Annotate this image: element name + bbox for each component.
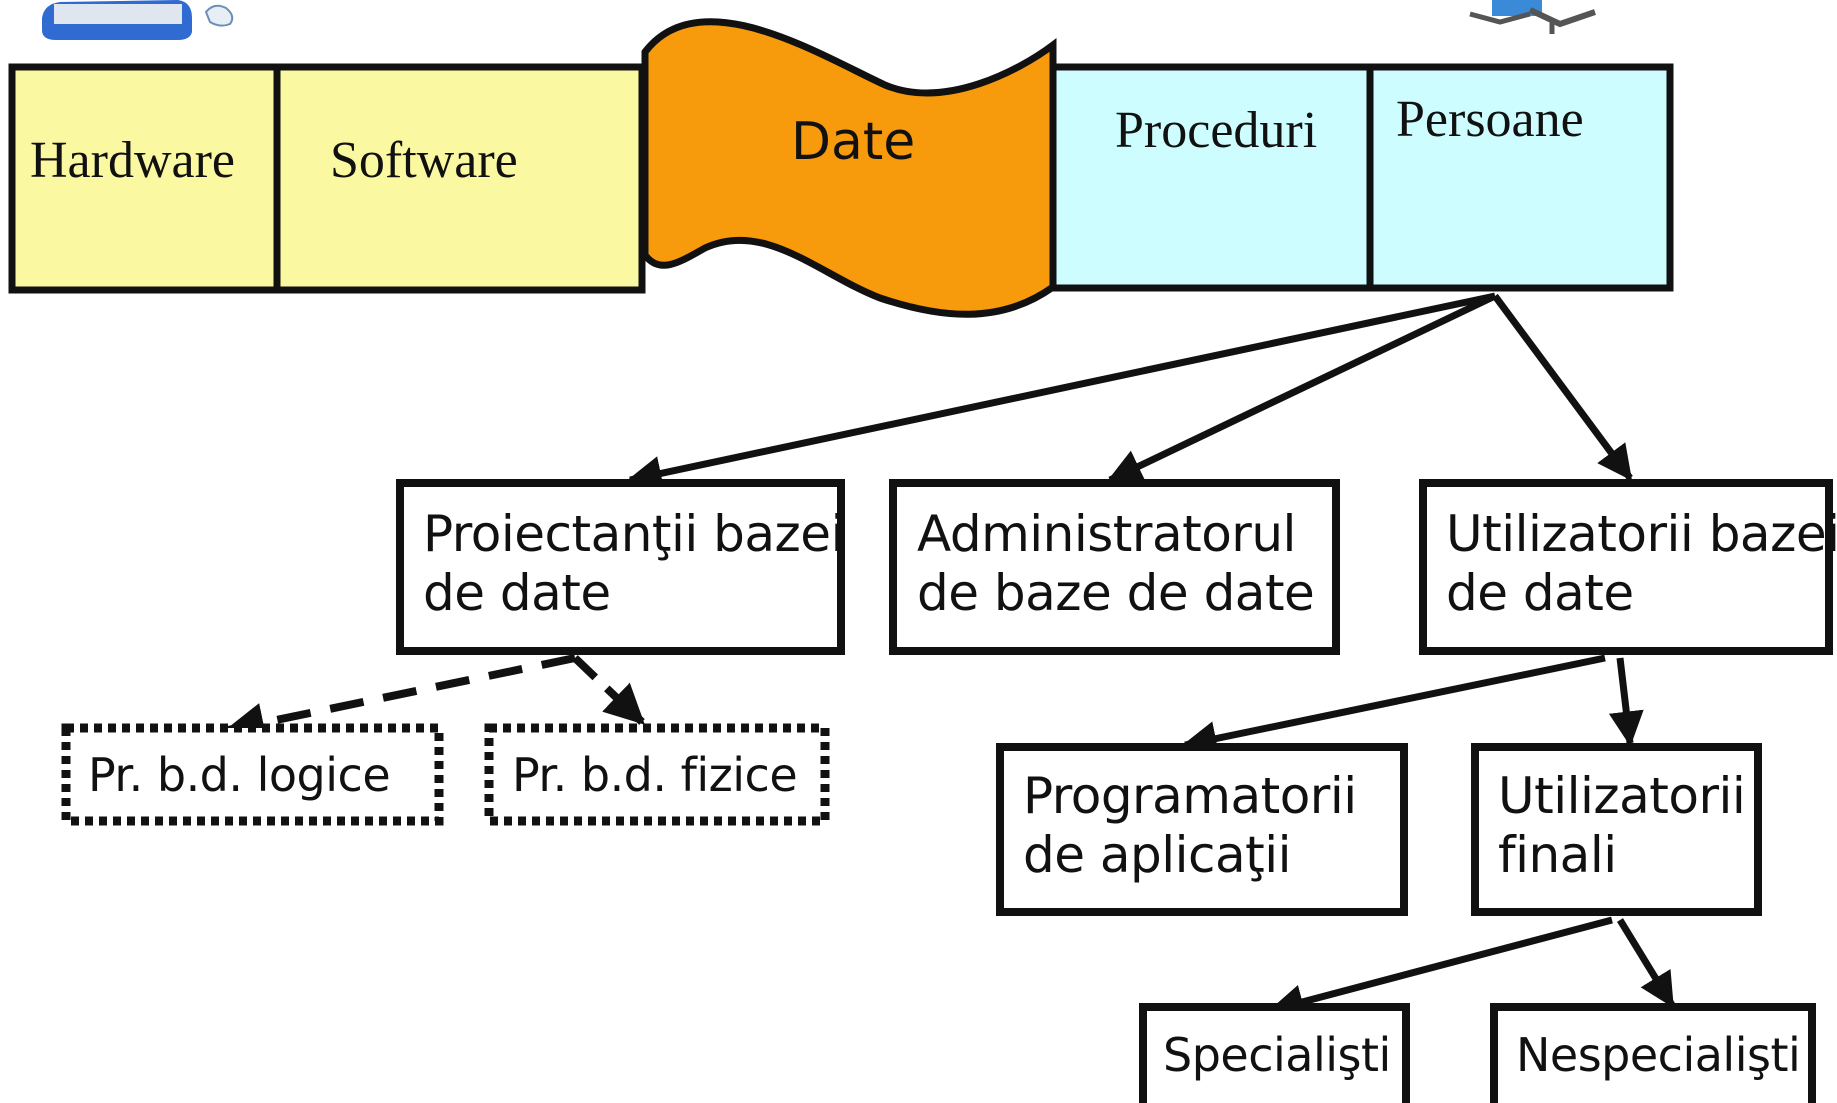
dashed-arrow-logice bbox=[224, 654, 576, 743]
finali-line2: finali bbox=[1498, 826, 1617, 884]
utilizatori-label: Utilizatorii bazei de date bbox=[1446, 505, 1837, 623]
proiectanti-box bbox=[396, 479, 845, 655]
arrow-utilizatori-programatori bbox=[1181, 654, 1606, 756]
administrator-line1: Administratorul bbox=[917, 505, 1296, 563]
logice-label: Pr. b.d. logice bbox=[88, 748, 391, 802]
finali-box bbox=[1471, 743, 1762, 916]
utilizatori-box bbox=[1419, 479, 1833, 655]
programatori-line2: de aplicaţii bbox=[1023, 826, 1292, 884]
office-chair-icon bbox=[1469, 0, 1596, 34]
hardware-box bbox=[8, 63, 281, 294]
administrator-box bbox=[889, 479, 1340, 655]
specialisti-box bbox=[1139, 1003, 1410, 1103]
nespecialisti-label: Nespecialişti bbox=[1516, 1028, 1801, 1082]
nespecialisti-box bbox=[1490, 1003, 1816, 1103]
persoane-box bbox=[1366, 63, 1674, 292]
keyboard-mouse-icon bbox=[42, 0, 234, 40]
proiectanti-line1: Proiectanţii bazei bbox=[423, 505, 844, 563]
programatori-label: Programatorii de aplicaţii bbox=[1023, 767, 1357, 885]
software-box bbox=[273, 63, 646, 294]
specialisti-label: Specialişti bbox=[1163, 1028, 1391, 1082]
arrow-persoane-utilizatori bbox=[1492, 293, 1633, 481]
utilizatori-line1: Utilizatorii bazei bbox=[1446, 505, 1837, 563]
hardware-label: Hardware bbox=[30, 132, 235, 189]
arrow-persoane-proiectanti bbox=[626, 292, 1496, 491]
persoane-label: Persoane bbox=[1396, 91, 1584, 148]
arrow-finali-nespecialisti bbox=[1617, 918, 1675, 1008]
proceduri-label: Proceduri bbox=[1115, 102, 1318, 159]
administrator-line2: de baze de date bbox=[917, 564, 1315, 622]
proiectanti-line2: de date bbox=[423, 564, 611, 622]
date-label: Date bbox=[791, 112, 916, 172]
proceduri-box bbox=[1049, 63, 1374, 292]
arrow-finali-specialisti bbox=[1268, 916, 1613, 1019]
finali-line1: Utilizatorii bbox=[1498, 767, 1746, 825]
programatori-line1: Programatorii bbox=[1023, 767, 1357, 825]
dashed-arrow-fizice bbox=[572, 655, 645, 725]
fizice-label: Pr. b.d. fizice bbox=[512, 748, 798, 802]
logice-box bbox=[61, 723, 444, 826]
administrator-label: Administratorul de baze de date bbox=[917, 505, 1315, 623]
finali-label: Utilizatorii finali bbox=[1498, 767, 1746, 885]
programatori-box bbox=[996, 743, 1408, 916]
date-banner bbox=[641, 18, 1057, 318]
software-label: Software bbox=[330, 132, 518, 189]
utilizatori-line2: de date bbox=[1446, 564, 1634, 622]
fizice-box bbox=[484, 723, 830, 826]
arrow-persoane-administrator bbox=[1106, 292, 1497, 484]
proiectanti-label: Proiectanţii bazei de date bbox=[423, 505, 844, 623]
arrow-utilizatori-finali bbox=[1608, 657, 1644, 747]
